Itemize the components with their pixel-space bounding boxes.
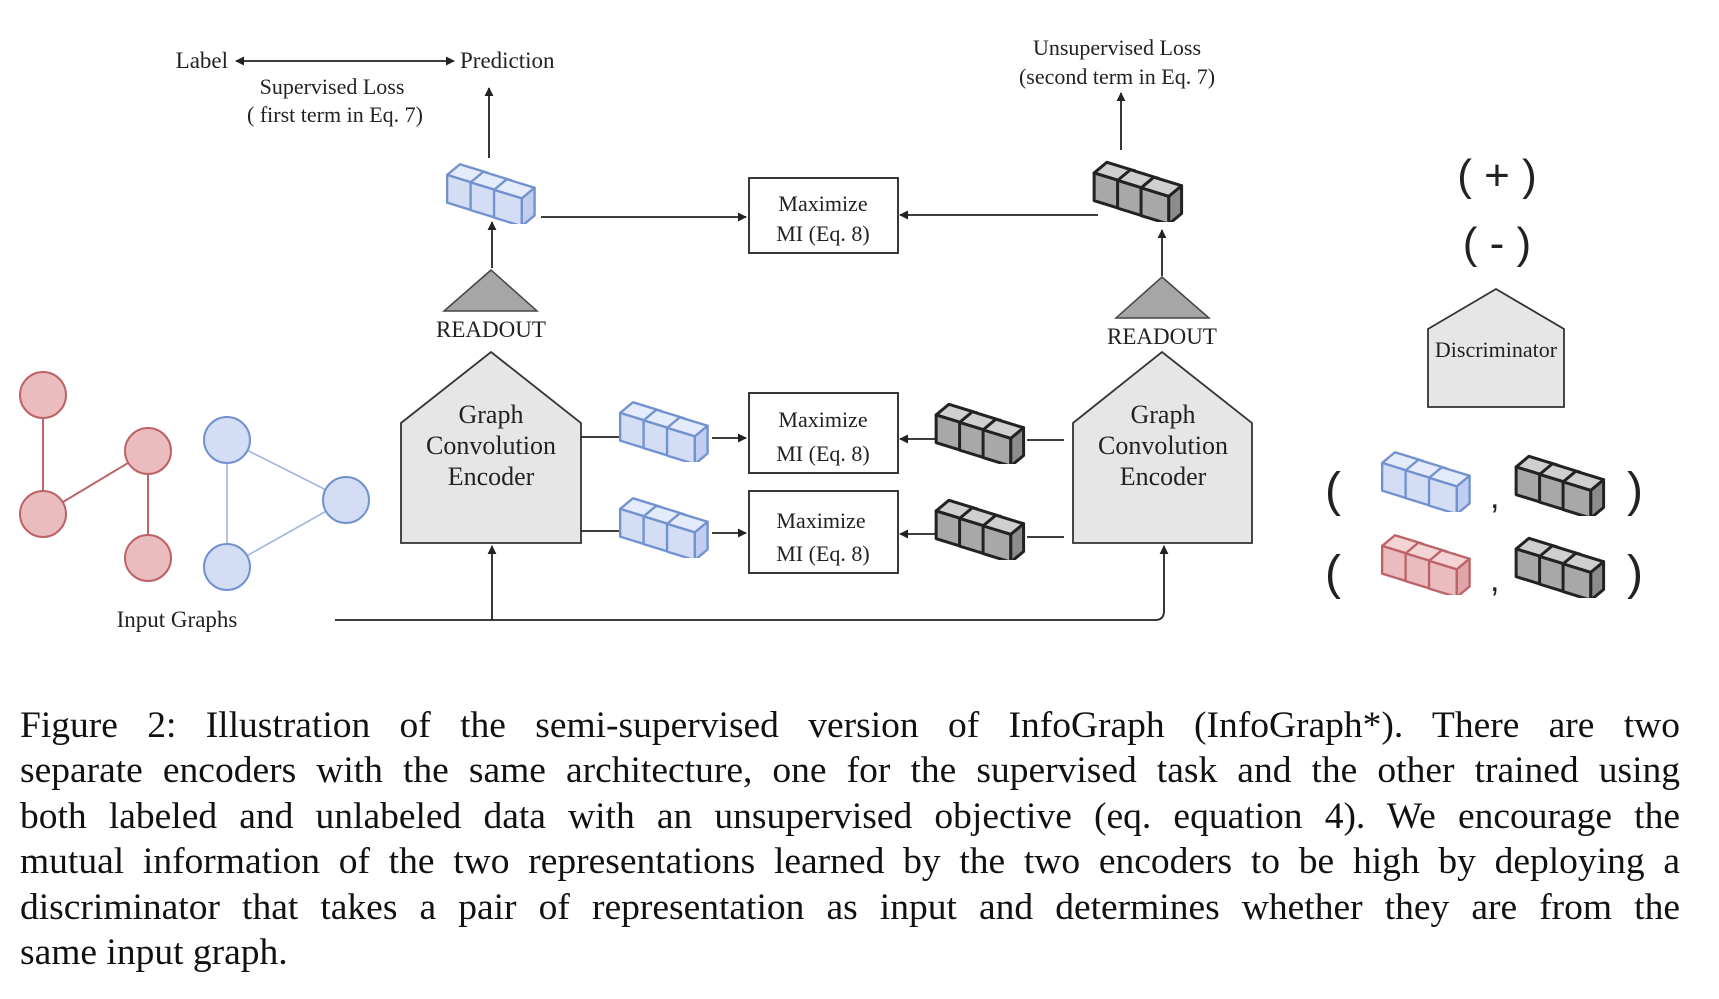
encoder-right-line-1: Graph (1131, 400, 1196, 429)
pair-positive-close: ) (1627, 464, 1643, 517)
pair-negative-dark-cubes (1514, 536, 1606, 598)
caption-line: same input graph. (20, 932, 288, 974)
encoder-left (400, 350, 582, 544)
input-path-line (335, 545, 1169, 621)
pair-positive-open: ( (1325, 464, 1341, 517)
mi-box-top-line-1: Maximize (778, 191, 867, 216)
negative-symbol: ( - ) (1463, 219, 1531, 268)
figure-caption: Figure 2: Illustration of the semi-super… (20, 703, 1680, 975)
caption-line: discriminator that takes a pair of repre… (20, 886, 1680, 928)
readout-right-label: READOUT (1107, 324, 1217, 349)
encoder-left-line-1: Graph (459, 400, 524, 429)
encoder-right-line-2: Convolution (1098, 431, 1228, 460)
label-text: Label (176, 48, 228, 73)
mi-box-middle (748, 392, 899, 474)
mi-box-bottom (748, 490, 899, 574)
readout-left-label: READOUT (436, 317, 546, 342)
unsupervised-loss-title: Unsupervised Loss (1033, 35, 1201, 60)
readout-left-triangle (441, 269, 539, 312)
pair-negative-red-cubes (1380, 534, 1471, 595)
caption-line: Figure 2: Illustration of the semi-super… (20, 705, 1680, 746)
discriminator-box (1427, 287, 1565, 408)
encoder-right (1072, 350, 1253, 544)
supervised-graph-embedding-cubes (445, 163, 536, 224)
supervised-loss-subtitle: ( first term in Eq. 7) (247, 102, 423, 127)
caption-line: separate encoders with the same architec… (20, 750, 1680, 792)
encoder-left-line-3: Encoder (448, 462, 535, 491)
mi-box-top-line-2: MI (Eq. 8) (776, 221, 869, 246)
pair-positive-comma: , (1490, 478, 1499, 516)
input-graph-red (19, 371, 172, 582)
unsupervised-graph-embedding-cubes (1092, 160, 1184, 222)
positive-symbol: ( + ) (1457, 151, 1536, 200)
mi-box-middle-line-2: MI (Eq. 8) (776, 441, 869, 466)
node-embedding-blue-cubes-1 (618, 401, 709, 462)
discriminator-label: Discriminator (1435, 337, 1558, 362)
encoder-right-line-3: Encoder (1120, 462, 1207, 491)
prediction-text: Prediction (460, 48, 555, 73)
caption-line: mutual information of the two representa… (20, 841, 1680, 883)
input-graphs-label: Input Graphs (117, 607, 238, 632)
caption-line: both labeled and unlabeled data with an … (20, 795, 1680, 837)
encoder-left-line-2: Convolution (426, 431, 556, 460)
mi-box-bottom-line-2: MI (Eq. 8) (776, 541, 869, 566)
pair-positive-dark-cubes (1514, 454, 1606, 516)
readout-right-triangle (1114, 276, 1212, 319)
node-embedding-dark-cubes-2 (934, 498, 1026, 560)
mi-box-bottom-line-1: Maximize (776, 508, 865, 533)
node-embedding-dark-cubes-1 (934, 402, 1026, 464)
mi-box-middle-line-1: Maximize (778, 407, 867, 432)
mi-box-top (748, 177, 899, 254)
pair-negative-comma: , (1490, 561, 1499, 599)
node-embedding-blue-cubes-2 (618, 497, 709, 558)
pair-negative-close: ) (1627, 547, 1643, 600)
pair-positive-blue-cubes (1380, 451, 1471, 512)
supervised-loss-title: Supervised Loss (260, 74, 405, 99)
pair-negative-open: ( (1325, 547, 1341, 600)
unsupervised-loss-subtitle: (second term in Eq. 7) (1019, 64, 1215, 89)
input-graph-blue (203, 416, 370, 591)
